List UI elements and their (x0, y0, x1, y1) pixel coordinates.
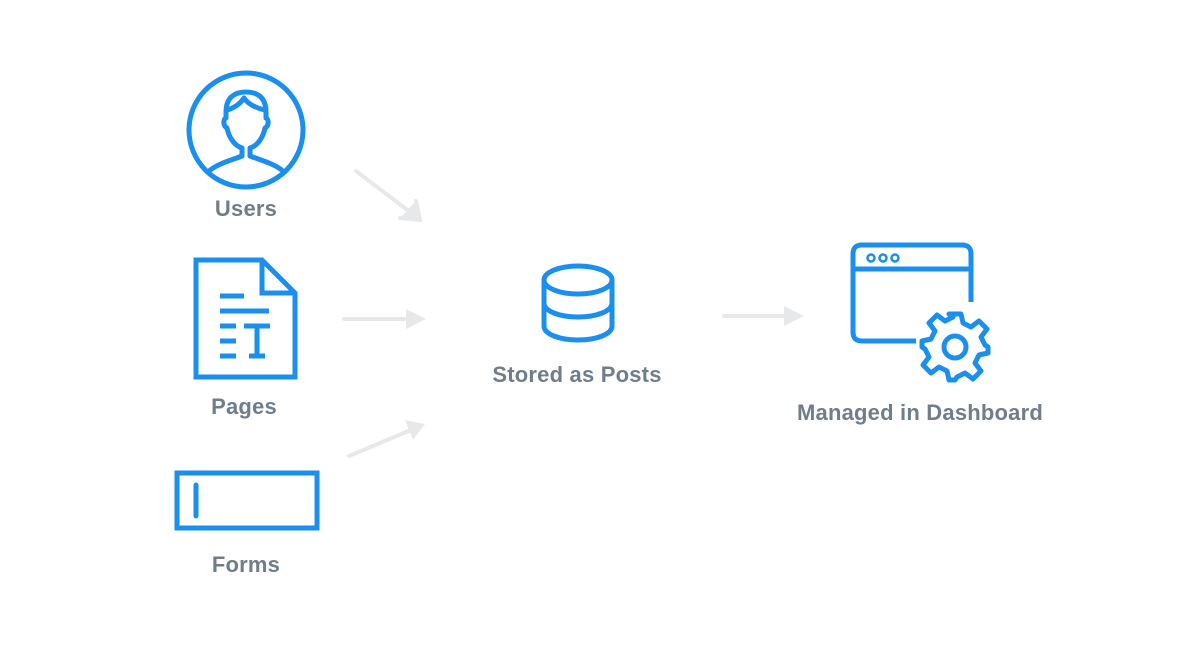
arrow-store-to-dashboard (722, 306, 804, 326)
users-label: Users (214, 196, 278, 221)
store-label: Stored as Posts (492, 362, 662, 387)
document-icon (193, 257, 298, 380)
arrow-users-to-store (354, 169, 423, 223)
forms-label: Forms (211, 552, 281, 577)
user-avatar-icon (186, 70, 306, 190)
arrow-forms-to-store (347, 420, 425, 458)
dashboard-label: Managed in Dashboard (796, 400, 1044, 425)
browser-settings-icon (850, 242, 991, 383)
form-field-icon (174, 470, 320, 531)
database-icon (541, 263, 615, 343)
pages-label: Pages (211, 394, 277, 419)
arrow-pages-to-store (342, 309, 426, 329)
